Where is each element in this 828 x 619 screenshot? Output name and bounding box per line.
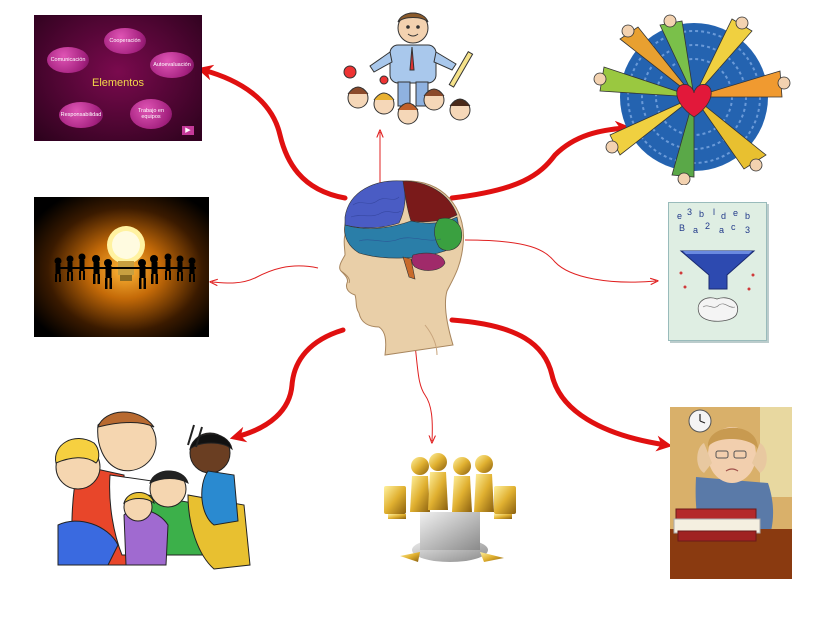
svg-text:c: c: [731, 222, 736, 232]
svg-text:l: l: [713, 207, 715, 217]
arrow-to-slide: [196, 64, 348, 201]
arrow-to-funnel: [464, 239, 656, 282]
bubble-comunicacion: Comunicación: [47, 47, 89, 73]
slide-next-icon: ▶: [182, 126, 194, 135]
children-group-icon: [55, 411, 251, 570]
teacher-students-icon: [343, 12, 474, 125]
arrow-to-circle-people: [449, 120, 632, 201]
svg-text:d: d: [721, 211, 726, 221]
golden-figures-computers-icon: [384, 453, 516, 562]
svg-text:a: a: [719, 225, 724, 235]
svg-text:B: B: [679, 223, 685, 233]
teamwork-slide-icon: Cooperación Comunicación Autoevaluación …: [34, 15, 202, 141]
bubble-trabajo-en-equipos: Trabajo en equipos: [130, 99, 172, 129]
arrow-to-golden: [414, 344, 432, 441]
svg-text:b: b: [699, 209, 704, 219]
girl-drawing: [670, 407, 792, 579]
svg-text:e: e: [677, 211, 682, 221]
bubble-responsabilidad: Responsabilidad: [59, 102, 103, 128]
svg-text:2: 2: [705, 221, 710, 231]
arrow-to-bulb: [212, 265, 319, 283]
svg-text:e: e: [733, 208, 738, 218]
arrow-to-children: [229, 327, 346, 443]
svg-text:a: a: [693, 225, 698, 235]
slide-center-label: Elementos: [92, 77, 144, 89]
svg-text:b: b: [745, 211, 750, 221]
svg-text:3: 3: [745, 225, 750, 235]
arrow-to-girl: [449, 317, 673, 452]
head-with-brain-icon: [339, 180, 465, 356]
svg-text:3: 3: [687, 207, 692, 217]
bubble-autoevaluacion: Autoevaluación: [150, 52, 194, 78]
lightbulb-figures: [54, 226, 196, 289]
bubble-cooperacion: Cooperación: [104, 28, 146, 54]
people-around-lightbulb-icon: [34, 197, 209, 337]
stressed-girl-studying-icon: [670, 407, 792, 579]
circle-of-people-heart-icon: [593, 14, 791, 185]
